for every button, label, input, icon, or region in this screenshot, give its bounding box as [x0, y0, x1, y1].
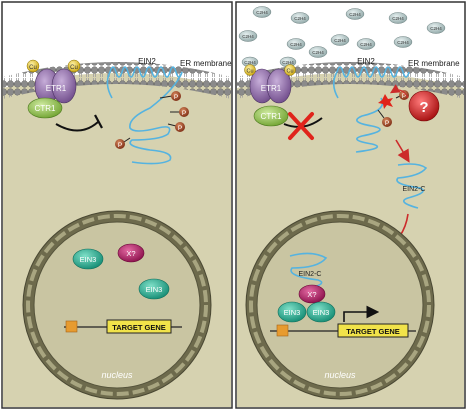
left-target-gene-label: TARGET GENE	[112, 323, 166, 332]
right-target-gene: TARGET GENE	[270, 323, 416, 338]
right-etr1-label: ETR1	[261, 84, 282, 93]
svg-text:P: P	[182, 110, 186, 117]
ethylene-molecule-11: C2H4	[393, 36, 413, 48]
left-etr1-receptor: ETR1	[34, 68, 77, 104]
svg-text:C2H4: C2H4	[349, 12, 361, 17]
left-etr1-label: ETR1	[46, 84, 67, 93]
right-er-membrane-label: ER membrane	[408, 59, 460, 68]
svg-text:P: P	[385, 120, 389, 127]
left-ctr1-kinase: CTR1	[27, 97, 63, 119]
left-ein3-a: EIN3	[72, 248, 104, 270]
left-ein2-protein: EIN2	[106, 57, 183, 165]
svg-text:EIN3: EIN3	[284, 308, 301, 317]
left-cu-ion-right: Cu	[67, 59, 81, 73]
left-inhibition-bar	[94, 114, 103, 129]
ethylene-molecule-3: C2H4	[345, 8, 365, 20]
svg-text:P: P	[174, 94, 178, 101]
svg-text:Cu: Cu	[70, 65, 78, 71]
right-nucleus-label: nucleus	[324, 370, 356, 380]
ein2c-nucleus-label: EIN2-C	[299, 271, 322, 278]
right-etr1-receptor: ETR1	[249, 68, 292, 104]
right-ein2-label: EIN2	[357, 57, 375, 66]
ein2c-cytoplasm: EIN2-C	[396, 163, 428, 209]
left-phosphate-3: P	[167, 122, 185, 132]
svg-text:C2H4: C2H4	[312, 50, 324, 55]
left-promoter	[65, 320, 78, 333]
left-nucleus-label: nucleus	[101, 370, 133, 380]
svg-text:C2H4: C2H4	[334, 38, 346, 43]
svg-text:Cu: Cu	[29, 65, 37, 71]
svg-text:C2H4: C2H4	[290, 42, 302, 47]
left-ein2-label: EIN2	[138, 57, 156, 66]
left-target-gene: TARGET GENE	[64, 319, 182, 334]
right-cu-ion-right: Cu	[284, 64, 296, 76]
unknown-protease-label: ?	[419, 99, 428, 116]
svg-text:EIN3: EIN3	[313, 308, 330, 317]
right-promoter	[276, 324, 289, 337]
right-ein3-b: EIN3	[306, 301, 336, 323]
ein2c-cytoplasm-label: EIN2-C	[403, 186, 426, 193]
ethylene-molecule-5: C2H4	[426, 22, 446, 34]
ein2c-nucleus: EIN2-C	[289, 252, 328, 291]
ethylene-molecule-1: C2H4	[252, 6, 272, 18]
ethylene-molecule-10: C2H4	[356, 38, 376, 50]
svg-text:C2H4: C2H4	[397, 40, 409, 45]
svg-text:X?: X?	[126, 249, 135, 258]
left-phosphate-1: P	[159, 91, 181, 101]
svg-text:C2H4: C2H4	[244, 60, 256, 65]
ethylene-molecule-6: C2H4	[238, 30, 258, 42]
cleavage-release-arrow	[395, 139, 410, 163]
svg-text:X?: X?	[307, 290, 316, 299]
left-nucleus: nucleus	[22, 210, 212, 400]
svg-text:C2H4: C2H4	[392, 16, 404, 21]
right-nucleus: nucleus	[245, 210, 435, 400]
ethylene-molecule-4: C2H4	[388, 12, 408, 24]
right-ctr1-kinase: CTR1	[253, 105, 289, 127]
left-x-protein: X?	[117, 243, 145, 263]
svg-text:P: P	[178, 125, 182, 132]
svg-text:C2H4: C2H4	[282, 60, 294, 65]
ethylene-molecule-2: C2H4	[290, 12, 310, 24]
left-phosphate-4: P	[115, 137, 131, 149]
cleavage-site-icon	[378, 94, 393, 109]
right-ein2-protein: EIN2	[332, 57, 410, 153]
svg-text:C2H4: C2H4	[242, 34, 254, 39]
left-ein3-b: EIN3	[138, 278, 170, 300]
left-phosphate-2: P	[170, 107, 189, 117]
left-panel: ER membrane ETR1 Cu Cu CTR1 EIN2	[1, 1, 233, 409]
svg-text:EIN3: EIN3	[80, 255, 97, 264]
ethylene-molecule-7: C2H4	[286, 38, 306, 50]
right-target-gene-label: TARGET GENE	[346, 327, 400, 336]
ethylene-molecule-9: C2H4	[330, 34, 350, 46]
svg-text:C2H4: C2H4	[360, 42, 372, 47]
left-gene-box	[106, 319, 172, 334]
svg-text:P: P	[402, 93, 406, 100]
right-ein3-a: EIN3	[277, 301, 307, 323]
ethylene-molecule-13: C2H4	[279, 56, 297, 68]
right-phosphate-1: P	[395, 90, 409, 100]
right-gene-box	[337, 323, 409, 338]
right-x-protein: X?	[298, 284, 326, 304]
left-ctr1-label: CTR1	[35, 104, 56, 113]
protease-action-arrow	[389, 84, 409, 99]
inhibition-blocked-cross	[288, 112, 314, 140]
svg-text:Cu: Cu	[246, 69, 253, 75]
svg-text:P: P	[118, 142, 122, 149]
svg-text:C2H4: C2H4	[256, 10, 268, 15]
right-phosphate-2: P	[377, 109, 392, 127]
left-cu-ion-left: Cu	[26, 59, 40, 73]
right-panel: ER membrane C2H4 C2H4 C2H4 C2H4 C2H4 C2H…	[235, 1, 466, 409]
svg-text:EIN3: EIN3	[146, 285, 163, 294]
svg-text:Cu: Cu	[286, 69, 293, 75]
ethylene-molecule-8: C2H4	[308, 46, 328, 58]
unknown-protease: ?	[408, 90, 440, 122]
right-cu-ion-left: Cu	[244, 64, 256, 76]
left-er-membrane-label: ER membrane	[180, 59, 232, 68]
right-ctr1-label: CTR1	[261, 112, 282, 121]
svg-text:C2H4: C2H4	[430, 26, 442, 31]
svg-text:C2H4: C2H4	[294, 16, 306, 21]
left-ctr1-inhibition-line	[55, 121, 99, 132]
transcription-activation-arrow	[343, 305, 380, 322]
